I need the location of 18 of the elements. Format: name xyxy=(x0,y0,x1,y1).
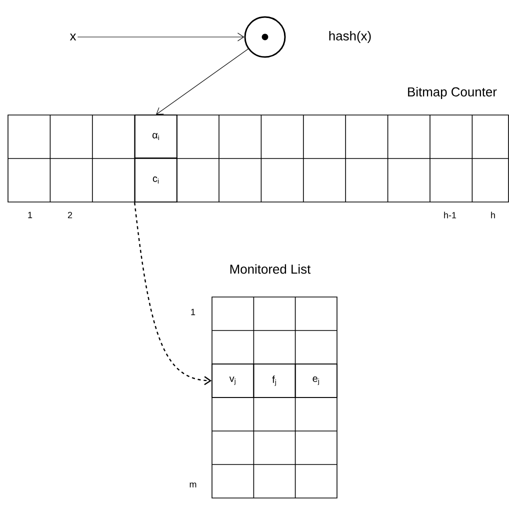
index-label: h xyxy=(491,212,495,218)
input-label: x xyxy=(70,34,76,40)
arrow xyxy=(77,32,244,42)
table-cell: c$_{i}$ xyxy=(134,158,178,202)
index-label: 1 xyxy=(28,212,32,218)
function-label: hash(x) xyxy=(329,30,371,44)
table-cell: e$_{j}$ xyxy=(294,364,338,398)
table-cell: f$_{j}$ xyxy=(253,364,296,398)
table-title: Bitmap Counter xyxy=(408,86,497,100)
index-label: 1 xyxy=(191,308,196,316)
table-cell: v$_{j}$ xyxy=(212,364,254,398)
index-label: h-1 xyxy=(444,212,456,218)
table-cell: α$_{i}$ xyxy=(134,114,178,158)
arrow xyxy=(156,48,248,115)
arrow xyxy=(134,202,212,386)
index-label: m xyxy=(190,482,196,488)
table-title: Monitored List xyxy=(230,264,311,274)
index-label: 2 xyxy=(68,212,72,218)
